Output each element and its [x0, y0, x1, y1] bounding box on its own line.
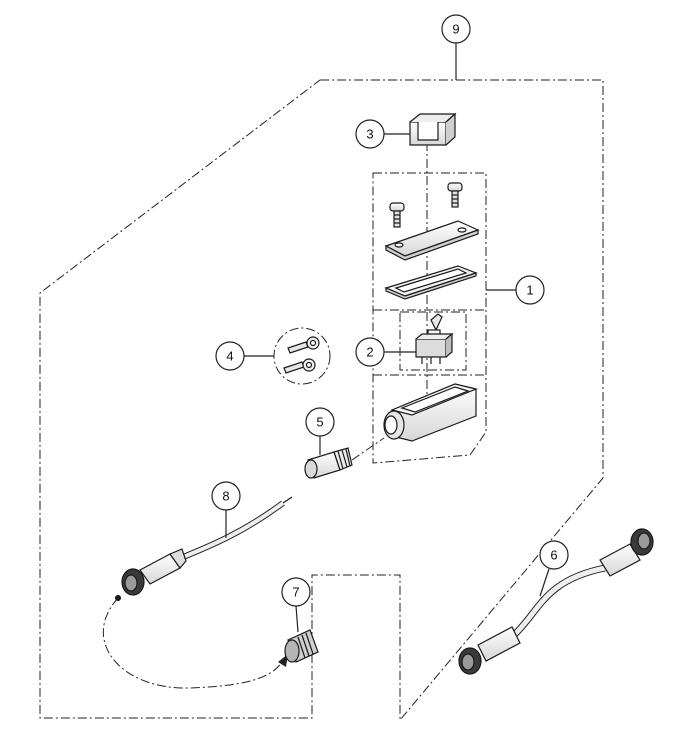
fitting-part [304, 447, 353, 479]
callout-9-label: 9 [452, 22, 459, 37]
clip-part [409, 112, 457, 146]
callout-2: 2 [355, 337, 385, 367]
callout-5-label: 5 [316, 415, 323, 430]
callout-3: 3 [355, 119, 385, 149]
assembly-boundary-9 [39, 79, 604, 722]
callout-6-label: 6 [550, 548, 557, 563]
group-boundary-1 [372, 172, 487, 464]
plug-cap-part [284, 629, 319, 663]
screw-part-left [389, 202, 405, 228]
extension-cord-part [458, 528, 654, 675]
callout-2-label: 2 [366, 345, 373, 360]
leader-7 [295, 605, 299, 633]
callout-5: 5 [305, 407, 335, 437]
cap-connection-path [102, 597, 283, 689]
callout-7-label: 7 [292, 585, 299, 600]
ring-terminals-part [283, 336, 320, 374]
callout-1: 1 [515, 275, 545, 305]
switch-boundary-2 [399, 311, 467, 371]
conduit-body-part [383, 383, 478, 442]
gasket-part [384, 265, 478, 300]
callout-8-label: 8 [222, 489, 229, 504]
callout-4-label: 4 [226, 349, 233, 364]
callout-8: 8 [211, 481, 241, 511]
fitting-axis [351, 437, 385, 461]
screw-part-right [447, 182, 463, 208]
toggle-switch-part [415, 313, 454, 364]
callout-7: 7 [281, 577, 311, 607]
leader-6 [539, 568, 550, 597]
callout-9: 9 [441, 14, 471, 44]
cap-arrowhead [278, 654, 288, 667]
cover-plate-part [384, 220, 480, 261]
terminals-boundary-4 [273, 327, 331, 385]
callout-3-label: 3 [366, 127, 373, 142]
callout-1-label: 1 [526, 283, 533, 298]
cord-part [121, 496, 293, 596]
callout-4: 4 [215, 341, 245, 371]
callout-6: 6 [539, 540, 569, 570]
